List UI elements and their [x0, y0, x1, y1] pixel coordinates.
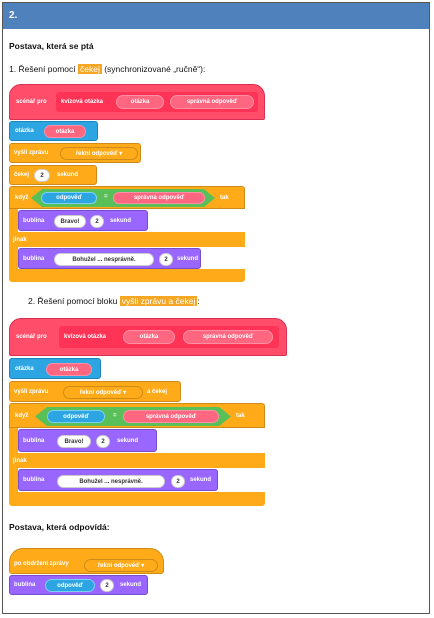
say-secs-input[interactable]: 2 — [100, 579, 114, 592]
broadcast-message: řekni odpověď — [75, 150, 118, 157]
broadcast-message-dropdown[interactable]: řekni odpověď ▾ — [60, 147, 138, 160]
say-block-wrong-2[interactable]: bublina Bohužel ... nesprávně. 2 sekund — [18, 469, 218, 491]
else-label: jinak — [13, 457, 27, 464]
say-secs-input[interactable]: 2 — [96, 435, 110, 448]
define-prototype-2: kvízová otázka otázka správná odpověď — [59, 326, 279, 348]
ask-arg[interactable]: otázka — [44, 125, 86, 138]
say-block-bravo-1[interactable]: bublina Bravo! 2 sekund — [18, 210, 148, 231]
say-unit: sekund — [177, 255, 199, 262]
define-label: scénář pro — [16, 334, 47, 340]
broadcast-label: vyšli zprávu — [14, 150, 49, 156]
if-arm-1 — [9, 209, 18, 232]
param-question[interactable]: otázka — [123, 330, 175, 344]
correct-answer-reporter[interactable]: správná odpověď — [123, 410, 219, 423]
solution-1-suffix: (synchronizované „ručně“): — [104, 64, 206, 74]
page-frame — [2, 2, 430, 614]
chevron-down-icon: ▾ — [141, 562, 145, 569]
define-name: kvízová otázka — [61, 99, 104, 105]
param-answer[interactable]: správná odpověď — [170, 95, 254, 109]
define-name: kvízová otázka — [64, 334, 107, 340]
say-unit: sekund — [117, 437, 139, 444]
answer-reporter[interactable]: odpověď — [47, 410, 105, 423]
say-secs-input[interactable]: 2 — [159, 253, 173, 266]
solution-2-prefix: 2. Řešení pomocí bloku — [28, 296, 118, 306]
wait-block-1[interactable]: čekej 2 sekund — [9, 165, 97, 185]
then-label: tak — [220, 194, 229, 201]
chevron-down-icon: ▾ — [119, 150, 123, 157]
equals-sign: = — [113, 413, 117, 419]
ask-label: otázka — [15, 365, 34, 372]
param-answer[interactable]: správná odpověď — [183, 330, 273, 344]
if-label: když — [15, 412, 29, 419]
say-secs-input[interactable]: 2 — [171, 475, 185, 488]
solution-2-highlight: vyšli zprávu a čekej — [119, 296, 198, 306]
chevron-down-icon: ▾ — [123, 389, 127, 396]
if-header-2: když odpověď = správná odpověď tak — [9, 403, 265, 428]
equals-sign: = — [104, 194, 108, 200]
equals-operator[interactable]: odpověď = správná odpověď — [31, 189, 215, 207]
say-unit: sekund — [110, 217, 132, 224]
broadcast-message: řekni odpověď — [79, 389, 122, 396]
receive-message-dropdown[interactable]: řekni odpověď ▾ — [84, 559, 158, 572]
say-label: bublina — [23, 477, 45, 483]
say-label: bublina — [14, 582, 36, 588]
if-header-1: když odpověď = správná odpověď tak — [9, 186, 245, 209]
answer-reporter[interactable]: odpověď — [41, 192, 97, 204]
define-label: scénář pro — [16, 99, 47, 105]
answer-reporter[interactable]: odpověď — [45, 579, 95, 592]
solution-1-prefix: 1. Řešení pomocí — [9, 64, 76, 74]
say-text-bravo[interactable]: Bravo! — [54, 215, 86, 228]
say-unit: sekund — [190, 477, 212, 483]
wait-unit: sekund — [57, 172, 79, 178]
when-receive-label: po obdržení zprávy — [14, 560, 69, 567]
say-text-wrong[interactable]: Bohužel ... nesprávně. — [57, 475, 165, 488]
section-title-answerer: Postava, která odpovídá: — [9, 522, 110, 532]
if-arm-2 — [9, 428, 18, 453]
wait-value-input[interactable]: 2 — [34, 169, 50, 182]
broadcast-and-wait-block[interactable]: vyšli zprávu řekni odpověď ▾ a čekej — [9, 381, 181, 402]
broadcast-label: vyšli zprávu — [14, 388, 49, 395]
say-text-wrong[interactable]: Bohužel ... nesprávně. — [54, 253, 154, 266]
say-block-answer[interactable]: bublina odpověď 2 sekund — [9, 575, 148, 595]
receive-message: řekni odpověď — [97, 562, 140, 569]
section-header: 2. — [3, 3, 429, 29]
say-block-wrong-1[interactable]: bublina Bohužel ... nesprávně. 2 sekund — [18, 248, 201, 269]
ask-label: otázka — [15, 128, 34, 134]
param-question[interactable]: otázka — [116, 95, 164, 109]
solution-1-highlight: čekej — [78, 64, 102, 74]
correct-answer-reporter[interactable]: správná odpověď — [113, 192, 205, 204]
define-prototype-1: kvízová otázka otázka správná odpověď — [56, 92, 258, 112]
say-block-bravo-2[interactable]: bublina Bravo! 2 sekund — [18, 429, 157, 452]
else-label: jinak — [13, 236, 27, 243]
ask-block-2[interactable]: otázka otázka — [9, 358, 101, 379]
broadcast-message-dropdown[interactable]: řekni odpověď ▾ — [63, 386, 143, 399]
broadcast-block-1[interactable]: vyšli zprávu řekni odpověď ▾ — [9, 143, 141, 163]
else-arm-2 — [9, 468, 18, 492]
wait-label: čekej — [14, 172, 30, 178]
solution-2-line: 2. Řešení pomocí bloku vyšli zprávu a če… — [28, 296, 200, 306]
if-label: když — [15, 194, 29, 201]
say-secs-input[interactable]: 2 — [90, 215, 104, 228]
if-bottom-2 — [9, 492, 265, 506]
then-label: tak — [236, 412, 245, 419]
ask-arg[interactable]: otázka — [46, 363, 92, 376]
if-bottom-1 — [9, 269, 245, 282]
else-arm-1 — [9, 247, 18, 269]
solution-2-suffix: : — [197, 296, 200, 306]
section-title-asker: Postava, která se ptá — [9, 41, 94, 51]
say-text-bravo[interactable]: Bravo! — [57, 435, 91, 448]
solution-1-line: 1. Řešení pomocí čekej (synchronizované … — [9, 64, 205, 74]
when-receive-block[interactable]: po obdržení zprávy řekni odpověď ▾ — [9, 548, 164, 574]
say-label: bublina — [23, 437, 45, 444]
and-wait-label: a čekej — [147, 388, 168, 395]
say-label: bublina — [23, 217, 45, 224]
say-label: bublina — [23, 255, 45, 262]
ask-block-1[interactable]: otázka otázka — [9, 121, 98, 141]
equals-operator[interactable]: odpověď = správná odpověď — [35, 407, 231, 426]
say-unit: sekund — [120, 582, 142, 588]
else-bar-1: jinak — [9, 232, 245, 247]
else-bar-2: jinak — [9, 453, 265, 468]
